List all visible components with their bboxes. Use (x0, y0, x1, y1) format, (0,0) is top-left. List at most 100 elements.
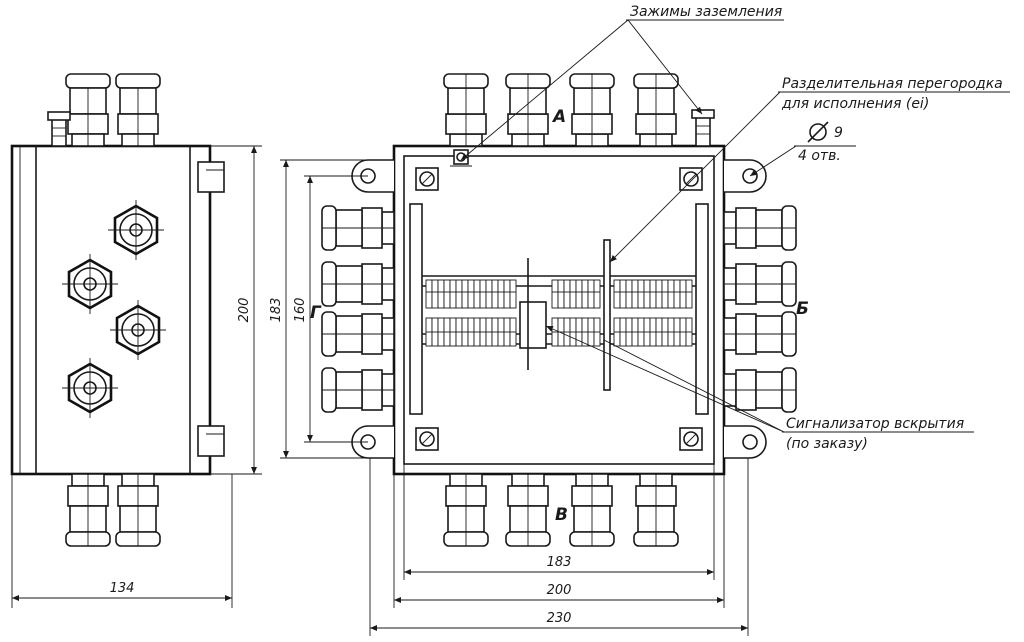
front-top-gland-4 (633, 73, 679, 147)
terminal-upper-22 (587, 279, 595, 309)
front-left-gland-1 (321, 205, 395, 251)
front-right-gland-2 (723, 261, 797, 307)
front-bottom-gland-4 (633, 473, 679, 547)
side-top-gland-1 (65, 73, 111, 147)
view-letter-v: В (555, 505, 568, 525)
terminal-upper-6 (455, 279, 463, 309)
terminal-upper-23 (593, 279, 601, 309)
front-left-gland-4 (321, 367, 395, 413)
label-hole-count: 4 отв. (798, 148, 841, 164)
dim-side-134: 134 (110, 581, 135, 596)
terminal-upper-9 (473, 279, 481, 309)
label-hole-diameter: 9 (834, 125, 843, 141)
side-grounding-clamp (47, 111, 71, 147)
terminal-upper-8 (467, 279, 475, 309)
mounting-ear-br (724, 425, 767, 459)
front-right-gland-4 (723, 367, 797, 413)
terminal-upper-35 (679, 279, 687, 309)
front-top-gland-3 (569, 73, 615, 147)
grounding-clamp-left (450, 149, 472, 167)
view-letter-a: А (551, 107, 566, 127)
terminal-upper-26 (625, 279, 633, 309)
side-face-gland-1 (108, 200, 164, 260)
terminal-upper-1 (425, 279, 433, 309)
view-letter-b: Б (796, 299, 809, 319)
dim-front-160-vertical: 160 (293, 298, 308, 323)
front-right-gland-3 (723, 311, 797, 357)
terminal-blocks (425, 279, 693, 347)
terminal-upper-31 (655, 279, 663, 309)
terminal-upper-25 (619, 279, 627, 309)
terminal-upper-28 (637, 279, 645, 309)
terminal-upper-33 (667, 279, 675, 309)
terminal-upper-11 (485, 279, 493, 309)
terminal-upper-19 (569, 279, 577, 309)
terminal-upper-34 (673, 279, 681, 309)
corner-screw-tl (415, 167, 439, 191)
terminal-upper-3 (437, 279, 445, 309)
front-left-gland-3 (321, 311, 395, 357)
label-sensor-2: (по заказу) (786, 436, 868, 452)
callout-partition: Разделительная перегородка для исполнени… (609, 76, 1010, 263)
dim-front-183-vertical: 183 (269, 298, 284, 323)
sensor-module (519, 258, 547, 370)
side-top-gland-2 (115, 73, 161, 147)
front-bottom-gland-3 (569, 473, 615, 547)
front-bottom-gland-2 (505, 473, 551, 547)
terminal-upper-27 (631, 279, 639, 309)
terminal-upper-15 (509, 279, 517, 309)
front-right-glands (723, 205, 797, 413)
label-grounding: Зажимы заземления (630, 4, 782, 20)
terminal-upper-17 (557, 279, 565, 309)
front-view: А Б В Г 183 160 183 200 230 (269, 73, 809, 636)
terminal-upper-16 (551, 279, 559, 309)
terminal-upper-10 (479, 279, 487, 309)
corner-screw-tr (679, 167, 703, 191)
terminal-upper-32 (661, 279, 669, 309)
view-letter-g: Г (310, 303, 322, 323)
side-bottom-gland-1 (65, 473, 111, 547)
terminal-upper-21 (581, 279, 589, 309)
side-face-gland-4 (62, 358, 118, 418)
callout-grounding: Зажимы заземления (460, 4, 784, 161)
corner-screw-br (679, 427, 703, 451)
callout-holes: 9 4 отв. (749, 121, 856, 177)
terminal-upper-18 (563, 279, 571, 309)
terminal-upper-20 (575, 279, 583, 309)
terminal-upper-4 (443, 279, 451, 309)
dim-side-200: 200 (237, 298, 252, 323)
terminal-upper-5 (449, 279, 457, 309)
label-sensor-1: Сигнализатор вскрытия (786, 416, 964, 432)
label-partition-2: для исполнения (ei) (781, 96, 929, 112)
mounting-ear-tr (724, 159, 767, 193)
front-bottom-glands (443, 473, 679, 547)
grounding-clamp-right (691, 109, 715, 147)
front-right-gland-1 (723, 205, 797, 251)
corner-screw-bl (415, 427, 439, 451)
callout-sensor: Сигнализатор вскрытия (по заказу) (545, 325, 974, 452)
partition-plate (603, 239, 611, 391)
terminal-upper-24 (613, 279, 621, 309)
terminal-upper-29 (643, 279, 651, 309)
terminal-upper-13 (497, 279, 505, 309)
dim-front-200: 200 (547, 583, 572, 598)
side-view: 200 134 (10, 73, 262, 608)
front-left-glands (321, 205, 395, 413)
side-face-gland-2 (62, 254, 118, 314)
dim-front-230: 230 (547, 611, 572, 626)
terminal-upper-36 (685, 279, 693, 309)
diameter-symbol (807, 121, 829, 143)
terminal-upper-14 (503, 279, 511, 309)
terminal-upper-12 (491, 279, 499, 309)
side-face-gland-3 (110, 300, 166, 360)
terminal-upper-7 (461, 279, 469, 309)
label-partition-1: Разделительная перегородка (782, 76, 1003, 92)
side-bottom-gland-2 (115, 473, 161, 547)
front-top-glands (443, 73, 679, 147)
front-top-gland-1 (443, 73, 489, 147)
front-left-gland-2 (321, 261, 395, 307)
terminal-upper-2 (431, 279, 439, 309)
dim-front-183: 183 (547, 555, 572, 570)
front-top-gland-2 (505, 73, 551, 147)
